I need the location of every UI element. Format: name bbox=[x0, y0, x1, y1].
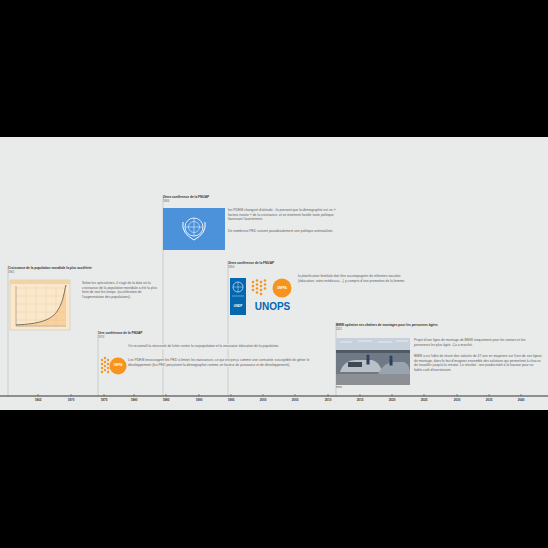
axis-year: 1990 bbox=[189, 399, 209, 402]
event-title: 1ère conférence de la FNUAP bbox=[98, 331, 188, 335]
timeline-event: 2ème conférence de la FNUAP1984 les PDEM … bbox=[163, 195, 338, 234]
event-title: Croissance de la population mondiale la … bbox=[8, 266, 98, 270]
axis-year: 1975 bbox=[94, 399, 114, 402]
axis-year: 1985 bbox=[156, 399, 176, 402]
event-title: 2ème conférence de la FNUAP bbox=[163, 195, 253, 199]
axis-year: 2015 bbox=[350, 399, 370, 402]
axis-year: 1980 bbox=[124, 399, 144, 402]
axis-year: 1995 bbox=[221, 399, 241, 402]
unfpa-logo bbox=[101, 357, 127, 375]
un-flag bbox=[163, 208, 225, 250]
event-title: BMW optimise ses chaînes de montages pou… bbox=[336, 323, 486, 327]
axis-year: 2010 bbox=[318, 399, 338, 402]
event-description: Selon les spécialistes, il s'agit de la … bbox=[82, 281, 158, 299]
axis-year: 2020 bbox=[382, 399, 402, 402]
leader-lines bbox=[8, 195, 336, 396]
more-link: more bbox=[336, 387, 356, 390]
timeline-event: 3ème conférence de la FNUAP1994 la planif… bbox=[228, 261, 408, 284]
event-title: 3ème conférence de la FNUAP bbox=[228, 261, 318, 265]
event-description: BMW a eu l'idée de réunir des salariés d… bbox=[414, 354, 542, 372]
event-year: 1974 bbox=[98, 336, 128, 340]
axis-year: 2030 bbox=[447, 399, 467, 402]
event-description: On reconnaît la nécessité de lutter cont… bbox=[128, 344, 328, 349]
unfpa-logo bbox=[252, 279, 292, 298]
axis-year: 1965 bbox=[28, 399, 48, 402]
time-axis bbox=[0, 396, 548, 397]
axis-ticks bbox=[38, 394, 521, 396]
event-year: 1984 bbox=[163, 200, 193, 204]
axis-year: 2000 bbox=[253, 399, 273, 402]
event-description: la planification familiale doit être acc… bbox=[298, 274, 408, 283]
event-year: 1965 bbox=[8, 271, 38, 275]
logo-text: UNFPA bbox=[110, 365, 127, 368]
event-description: les PDEM changent d'attitude : ils pense… bbox=[228, 208, 338, 222]
event-year: 2011 bbox=[336, 328, 366, 332]
axis-year: 2025 bbox=[414, 399, 434, 402]
event-year: 1994 bbox=[228, 266, 258, 270]
assembly-line-photo bbox=[336, 338, 410, 385]
logo-text: UNDP bbox=[230, 305, 246, 308]
event-description: De nombreux PED suivent paradoxalement u… bbox=[228, 229, 338, 234]
axis-year: 2005 bbox=[285, 399, 305, 402]
logo-text: UNOPS bbox=[249, 302, 296, 312]
axis-year: 1970 bbox=[61, 399, 81, 402]
event-description: Les PDEM encouragent les PED à limiter l… bbox=[128, 358, 328, 367]
logo-text: UNFPA bbox=[273, 287, 292, 290]
timeline-event: Croissance de la population mondiale la … bbox=[8, 266, 158, 300]
population-chart bbox=[10, 280, 70, 330]
axis-year: 2035 bbox=[479, 399, 499, 402]
timeline-event: 1ère conférence de la FNUAP1974On reconn… bbox=[98, 331, 328, 368]
timeline-event: BMW optimise ses chaînes de montages pou… bbox=[336, 323, 542, 373]
event-description: Projet d'une ligne de montage de BMW uni… bbox=[414, 338, 542, 347]
undp-logo bbox=[230, 278, 246, 315]
axis-year: 2040 bbox=[511, 399, 531, 402]
